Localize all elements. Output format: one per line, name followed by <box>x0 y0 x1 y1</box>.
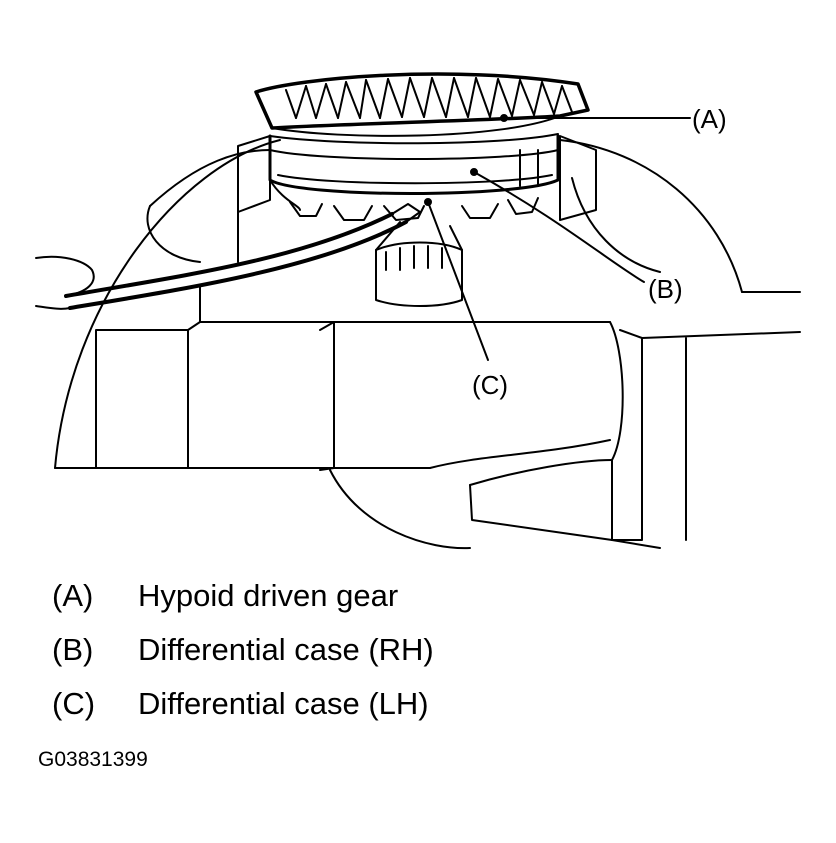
differential-case-lh <box>375 221 463 307</box>
hand-outline <box>35 255 95 310</box>
differential-illustration <box>35 72 801 550</box>
legend-item: (C) Differential case (LH) <box>52 686 434 740</box>
legend: (A) Hypoid driven gear (B) Differential … <box>52 578 434 740</box>
hypoid-driven-gear <box>254 72 590 145</box>
legend-text: Differential case (RH) <box>138 632 434 667</box>
legend-key: (B) <box>52 632 94 667</box>
legend-key: (C) <box>52 686 96 721</box>
bearing-mounts <box>237 135 597 263</box>
leader-lines <box>424 114 691 361</box>
legend-text: Differential case (LH) <box>138 686 429 721</box>
callout-c: (C) <box>472 370 509 400</box>
legend-key: (A) <box>52 578 94 613</box>
legend-item: (A) Hypoid driven gear <box>52 578 434 632</box>
figure-id: G03831399 <box>38 748 148 771</box>
axle-housing <box>54 284 801 549</box>
differential-case-rh <box>268 134 560 221</box>
puller-rod <box>64 203 421 310</box>
legend-item: (B) Differential case (RH) <box>52 632 434 686</box>
callout-a: (A) <box>692 104 727 134</box>
legend-text: Hypoid driven gear <box>138 578 399 613</box>
callout-b: (B) <box>648 274 683 304</box>
